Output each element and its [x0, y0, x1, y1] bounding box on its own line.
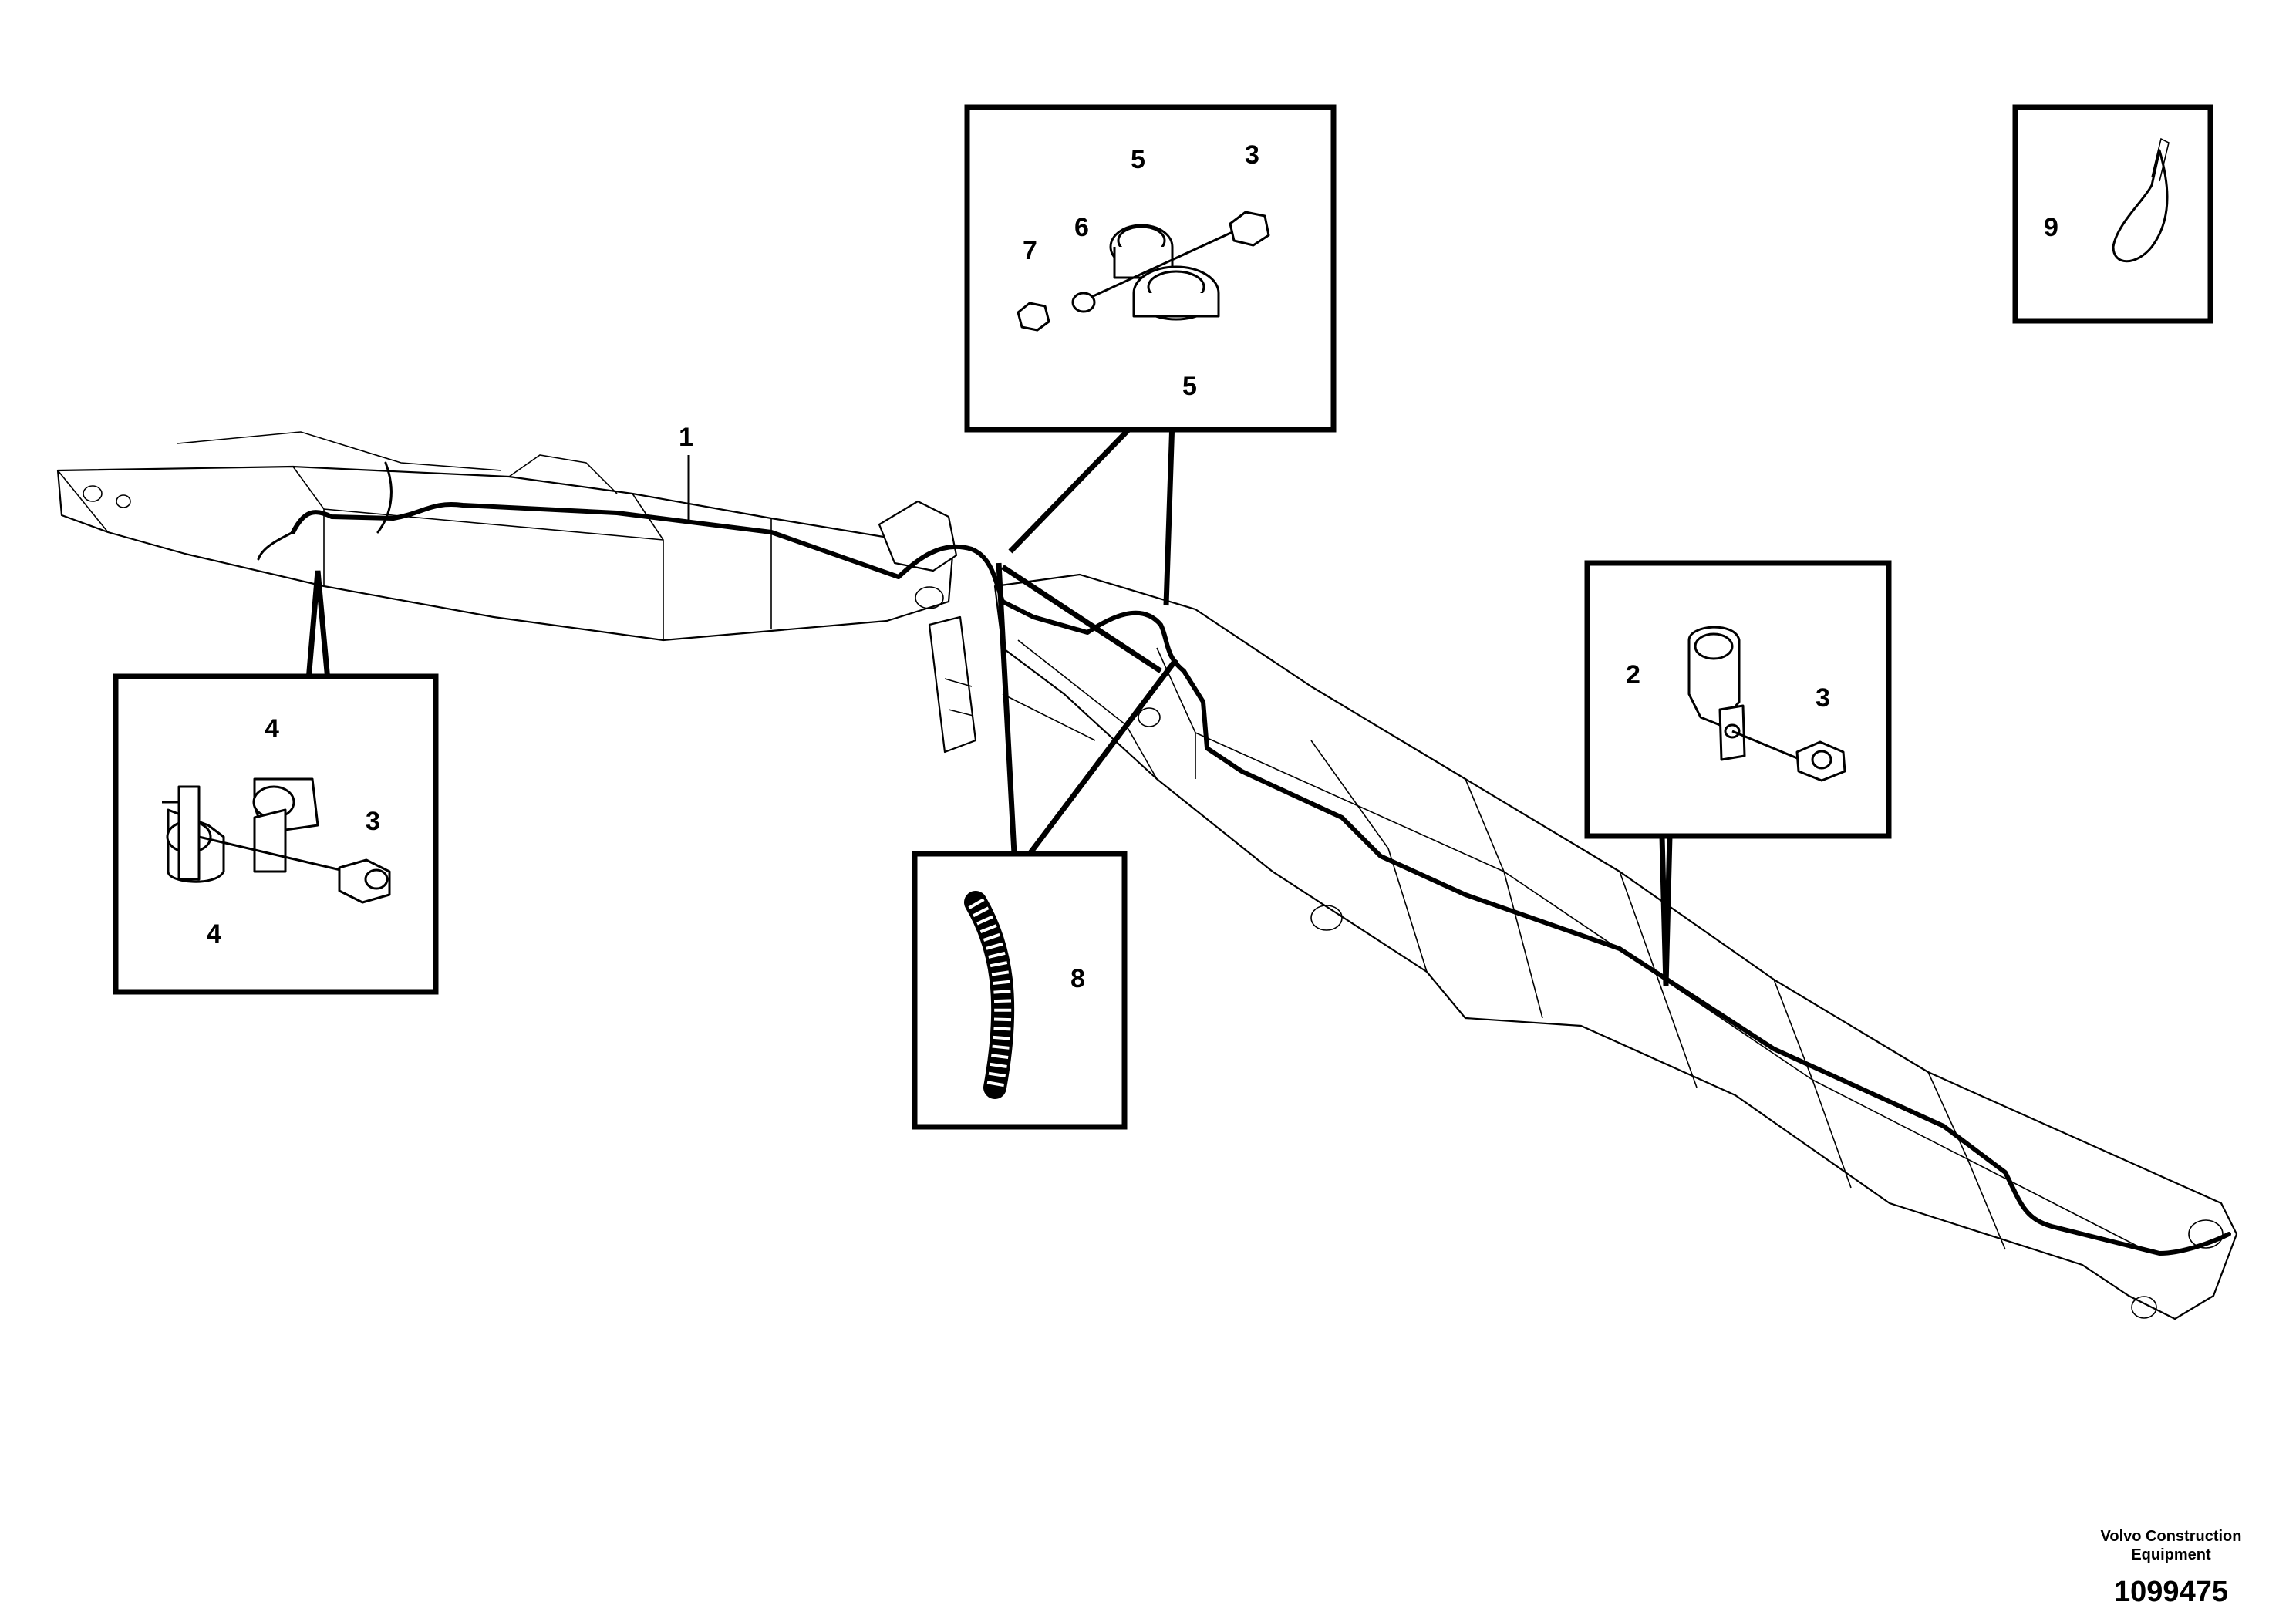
label-clamp-upper: 4: [265, 714, 279, 744]
label-harness: 1: [679, 423, 693, 452]
detail-pointers: [305, 418, 1673, 986]
detail-box-cable-tie: [2012, 104, 2213, 324]
label-screw-a: 3: [1245, 140, 1259, 170]
label-clamp-bracket: 2: [1626, 660, 1640, 690]
label-screw-b: 3: [1816, 683, 1830, 713]
detail-box-p-clamp: [1584, 560, 1892, 839]
label-cable-tie: 9: [2044, 213, 2058, 242]
label-twin-clamp-bottom: 5: [1182, 372, 1197, 401]
clamp-bracket-plate: [177, 785, 201, 881]
label-twin-clamp-top: 5: [1131, 145, 1145, 174]
boom-structure: [56, 431, 977, 754]
detail-box-conduit: [912, 851, 1128, 1130]
label-conduit: 8: [1070, 964, 1085, 993]
company-name-line1: Volvo Construction: [2101, 1528, 2242, 1545]
label-screw-c: 3: [366, 807, 380, 836]
nut-part: [1017, 302, 1050, 332]
company-name-line2: Equipment: [2131, 1546, 2211, 1563]
title-block: Volvo Construction Equipment 1099475: [2101, 1528, 2242, 1608]
detail-box-clamps: [113, 673, 439, 995]
drawing-number: 1099475: [2114, 1576, 2228, 1608]
wiring-harness: [257, 461, 2231, 1256]
cable-tie-part: [2112, 149, 2169, 263]
label-washer: 6: [1074, 213, 1089, 242]
screw-part-b: [1229, 211, 1270, 247]
callout-labels: 1 2 3 3 3 4 4 5 5 6 7 8 9: [207, 140, 2058, 993]
label-clamp-lower: 4: [207, 919, 221, 949]
washer-part: [1071, 292, 1096, 313]
label-nut: 7: [1023, 236, 1037, 265]
detail-box-twin-clamp: [964, 104, 1337, 433]
